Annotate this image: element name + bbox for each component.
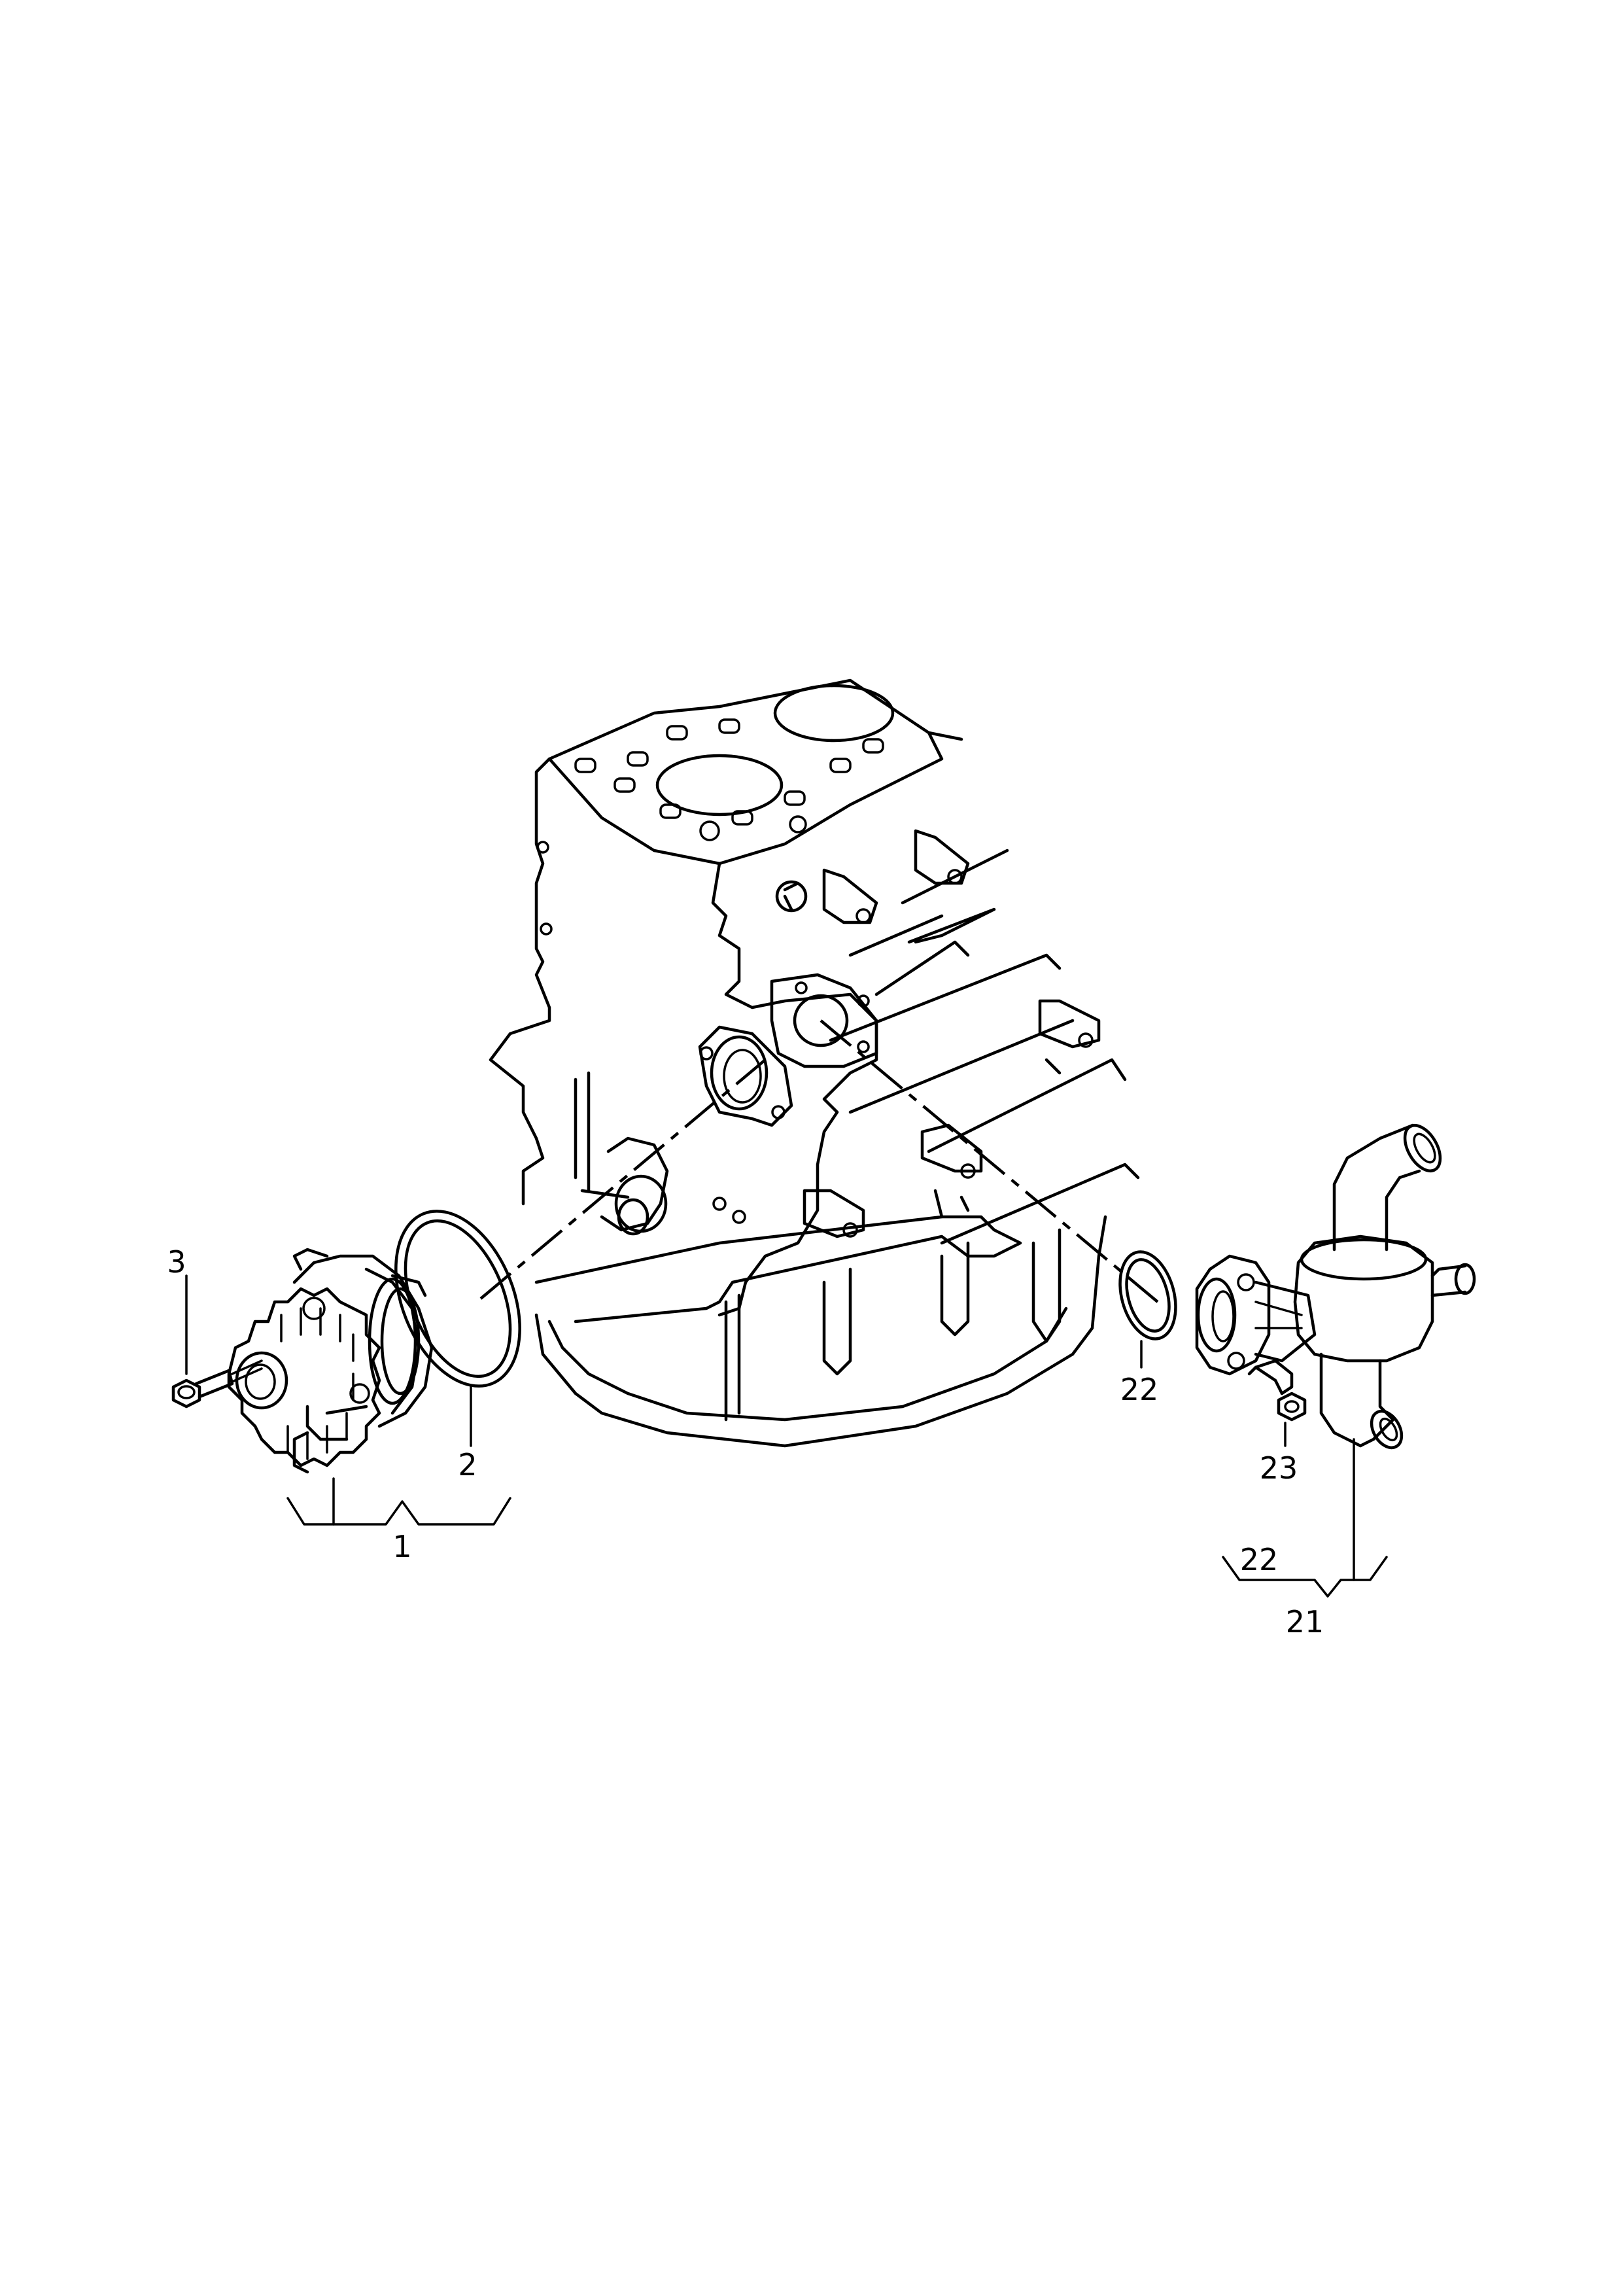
bracket-21 [1222, 1556, 1388, 1598]
bolt-3 [171, 1359, 263, 1409]
o-ring-2 [394, 1210, 521, 1388]
callout-labels: 3 2 1 22 23 22 21 [167, 1244, 1324, 1639]
bolt-23 [1247, 1359, 1307, 1422]
leader-lines [185, 1274, 1388, 1598]
callout-2: 2 [458, 1447, 477, 1482]
callout-21: 21 [1286, 1604, 1324, 1639]
o-ring-22 [1118, 1250, 1177, 1340]
callout-22-kit: 22 [1240, 1542, 1279, 1577]
engine-block [489, 678, 1140, 1448]
callout-23: 23 [1260, 1450, 1298, 1486]
callout-1: 1 [392, 1529, 411, 1564]
callout-3: 3 [167, 1244, 186, 1280]
bracket-1 [286, 1497, 511, 1526]
callout-22-o-ring: 22 [1120, 1372, 1159, 1407]
assembly-center-lines [479, 1019, 1159, 1303]
thermostat-housing [1195, 1123, 1476, 1450]
